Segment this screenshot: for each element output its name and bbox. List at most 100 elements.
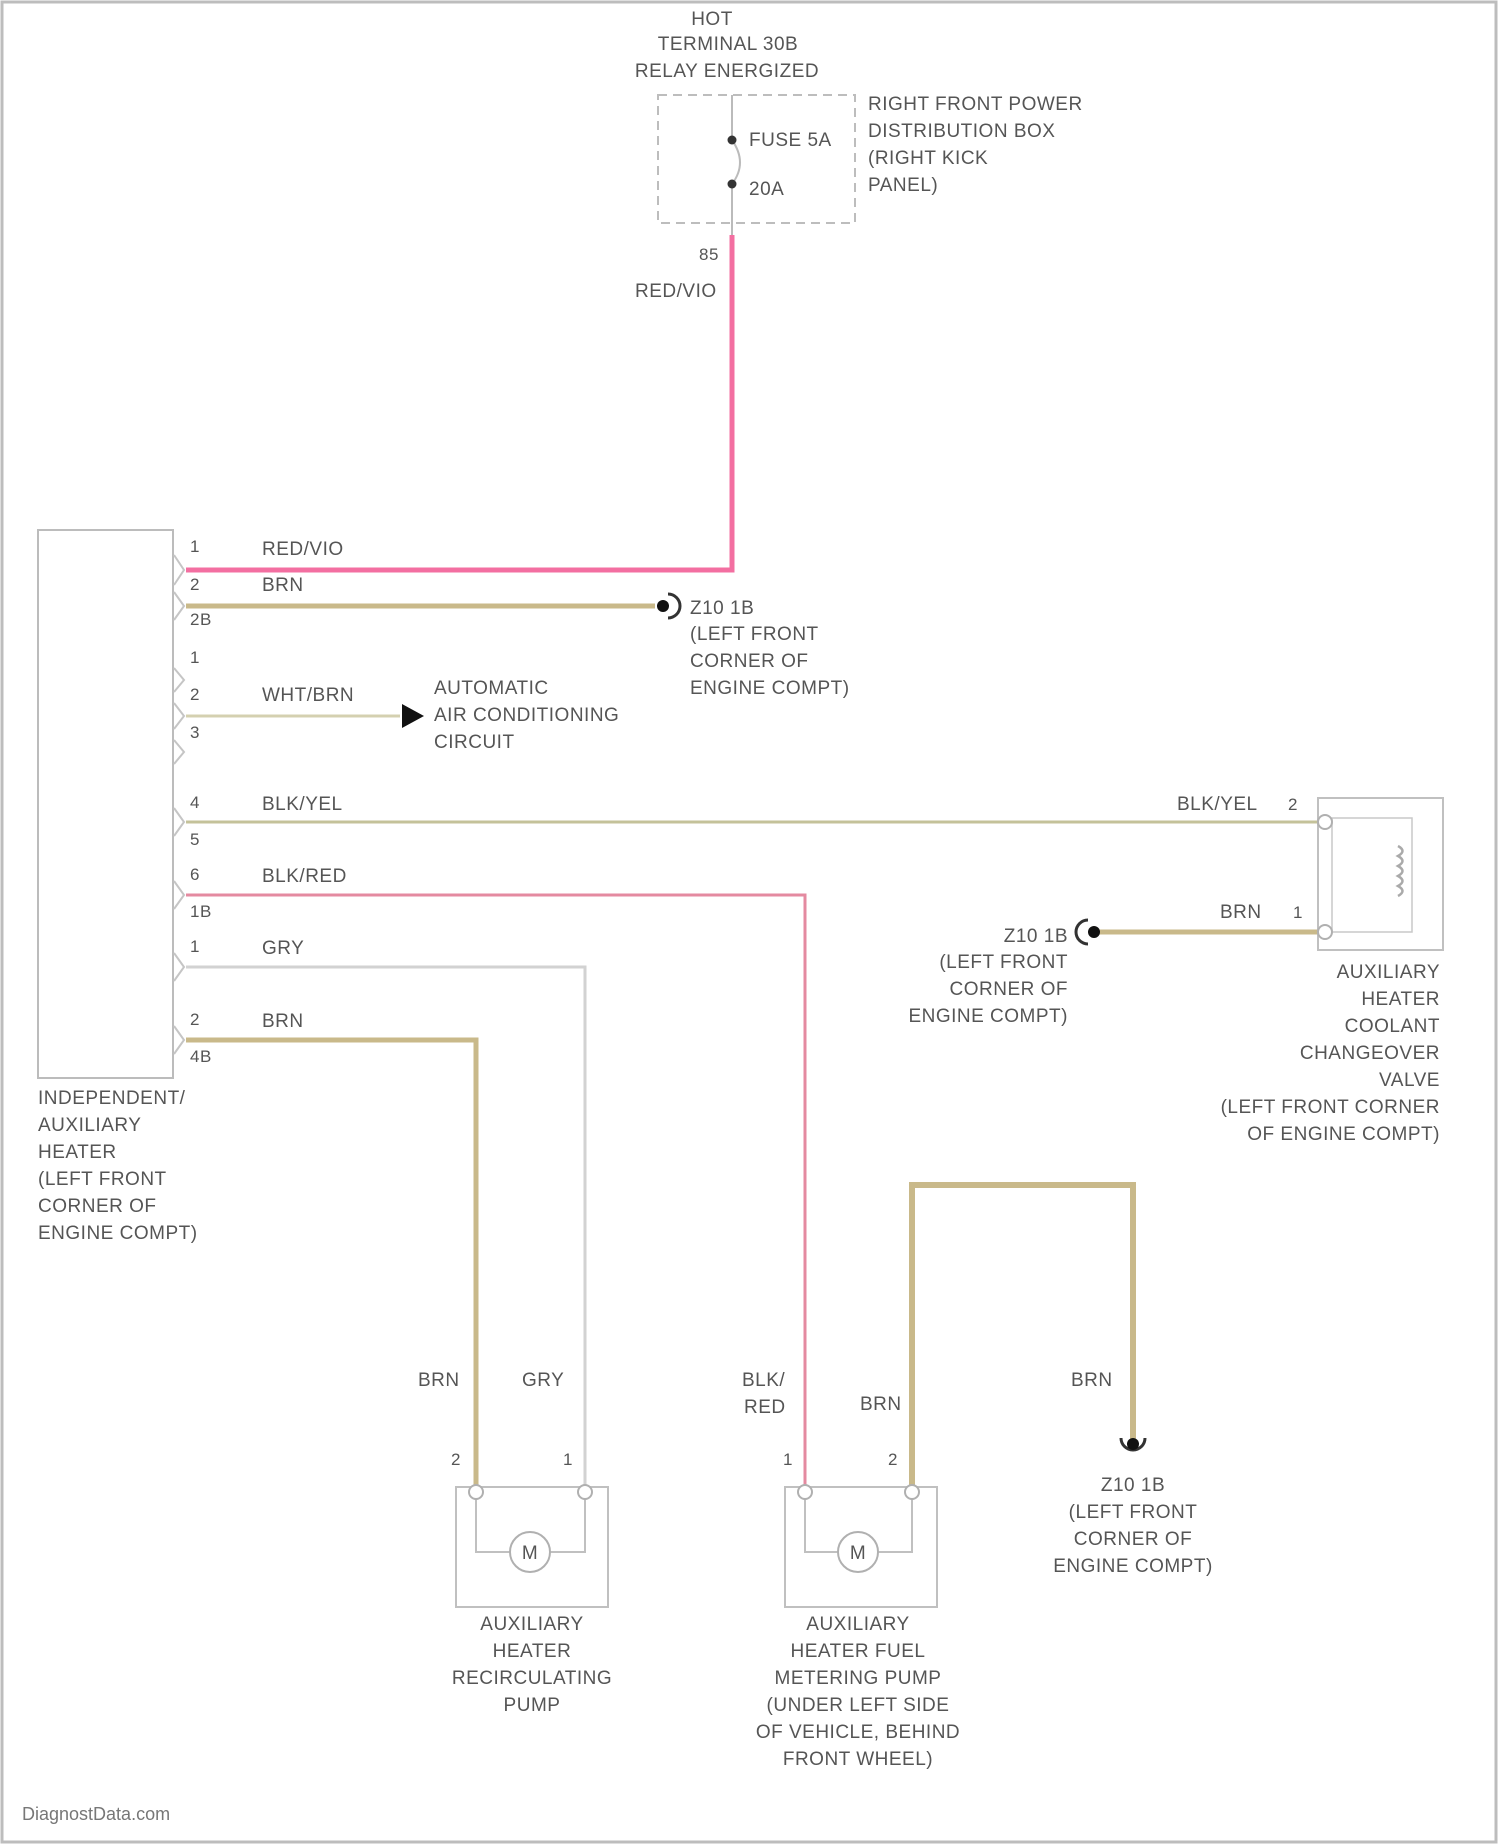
pump-terminal <box>798 1485 812 1499</box>
wire-label-red-vio: RED/VIO <box>262 539 344 560</box>
pump-pin-number: 1 <box>563 1450 573 1469</box>
fuse-terminal <box>728 180 737 189</box>
coolant-changeover-valve: 2 1 AUXILIARY HEATER COOLANT CHANGEOVER … <box>1221 795 1443 1145</box>
heater-label-line: (LEFT FRONT <box>38 1169 167 1190</box>
pump-terminal <box>578 1485 592 1499</box>
ground-z10-bottom: Z10 1B (LEFT FRONT CORNER OF ENGINE COMP… <box>1053 1438 1213 1577</box>
pump-terminal <box>905 1485 919 1499</box>
ground-z10-middle: Z10 1B (LEFT FRONT CORNER OF ENGINE COMP… <box>908 920 1100 1027</box>
valve-label-line: (LEFT FRONT CORNER <box>1221 1097 1440 1118</box>
pump-label-line: PUMP <box>504 1695 561 1716</box>
pump-label-line: RECIRCULATING <box>452 1668 612 1689</box>
fuel-metering-pump: M 1 2 AUXILIARY HEATER FUEL METERING PUM… <box>756 1450 960 1770</box>
fuse-terminal <box>728 136 737 145</box>
heater-label-line: AUXILIARY <box>38 1115 141 1136</box>
wire-label-blk-yel: BLK/YEL <box>1177 794 1258 815</box>
wire-gry <box>186 967 585 1492</box>
ground-id: Z10 1B <box>690 598 754 619</box>
wire-blk-red <box>186 895 805 1492</box>
valve-pin-number: 2 <box>1288 795 1298 814</box>
pump-terminal <box>469 1485 483 1499</box>
distribution-box-description: RIGHT FRONT POWER DISTRIBUTION BOX (RIGH… <box>868 94 1083 196</box>
recirc-pump-label: AUXILIARY HEATER RECIRCULATING PUMP <box>452 1614 612 1716</box>
ground-point <box>1127 1438 1139 1450</box>
pump-label-line: METERING PUMP <box>775 1668 942 1689</box>
ac-circuit-label-line: AIR CONDITIONING <box>434 705 619 726</box>
distribution-box-label-line: RIGHT FRONT POWER <box>868 94 1083 115</box>
wire-label-blk-red: BLK/RED <box>262 866 347 887</box>
wires <box>186 235 1322 1492</box>
heater-label-line: CORNER OF <box>38 1196 157 1217</box>
ground-point <box>657 600 669 612</box>
valve-label-line: HEATER <box>1361 989 1440 1010</box>
distribution-box-label-line: PANEL) <box>868 175 938 196</box>
hot-label-line: RELAY ENERGIZED <box>635 61 819 82</box>
wire-label-brn: BRN <box>1220 902 1262 923</box>
ground-location-line: (LEFT FRONT <box>1069 1502 1198 1523</box>
valve-label-line: AUXILIARY <box>1337 962 1440 983</box>
ground-point <box>1088 926 1100 938</box>
wire-label-blk-red: BLK/ <box>742 1370 785 1391</box>
fuse-label: FUSE 5A <box>749 130 832 151</box>
heater-pin-number: 1 <box>190 648 200 667</box>
pump-label-line: AUXILIARY <box>806 1614 909 1635</box>
heater-connector-id: 4B <box>190 1047 212 1066</box>
pump-label-line: AUXILIARY <box>480 1614 583 1635</box>
ground-location-line: ENGINE COMPT) <box>908 1006 1068 1027</box>
ground-location-line: CORNER OF <box>1074 1529 1193 1550</box>
ground-location-line: ENGINE COMPT) <box>690 678 850 699</box>
ac-circuit-reference: AUTOMATIC AIR CONDITIONING CIRCUIT <box>402 678 619 753</box>
ground-location-line: ENGINE COMPT) <box>1053 1556 1213 1577</box>
heater-connector-marks <box>174 555 184 1054</box>
heater-pin-number: 2 <box>190 685 200 704</box>
heater-connector-id: 1B <box>190 902 212 921</box>
ground-connector-arc <box>668 594 680 618</box>
wire-label-brn: BRN <box>860 1394 902 1415</box>
valve-label-line: OF ENGINE COMPT) <box>1247 1124 1440 1145</box>
wire-label-red-vio: RED/VIO <box>635 281 717 302</box>
valve-label: AUXILIARY HEATER COOLANT CHANGEOVER VALV… <box>1221 962 1440 1145</box>
wire-label-brn: BRN <box>262 575 304 596</box>
metering-pump-label: AUXILIARY HEATER FUEL METERING PUMP (UND… <box>756 1614 960 1770</box>
arrow-icon <box>402 704 424 728</box>
valve-body <box>1318 798 1443 950</box>
wire-label-wht-brn: WHT/BRN <box>262 685 354 706</box>
distribution-box-label-line: DISTRIBUTION BOX <box>868 121 1055 142</box>
hot-label-line: HOT <box>691 9 733 30</box>
pump-pin-number: 2 <box>888 1450 898 1469</box>
heater-pin-number: 4 <box>190 793 200 812</box>
valve-terminal <box>1318 815 1332 829</box>
pump-label-line: HEATER <box>493 1641 572 1662</box>
wire-label-blk-yel: BLK/YEL <box>262 794 343 815</box>
ground-location-line: (LEFT FRONT <box>939 952 1068 973</box>
independent-auxiliary-heater: 1 2 2B 1 2 3 4 5 6 1B 1 2 4B INDEPENDENT… <box>38 530 212 1244</box>
watermark: DiagnostData.com <box>22 1804 170 1824</box>
heater-label: INDEPENDENT/ AUXILIARY HEATER (LEFT FRON… <box>38 1088 198 1244</box>
heater-label-line: INDEPENDENT/ <box>38 1088 186 1109</box>
motor-symbol: M <box>850 1543 866 1564</box>
valve-label-line: VALVE <box>1379 1070 1440 1091</box>
wire-label-brn: BRN <box>418 1370 460 1391</box>
wire-label-brn: BRN <box>262 1011 304 1032</box>
valve-terminal <box>1318 925 1332 939</box>
ground-id: Z10 1B <box>1101 1475 1165 1496</box>
heater-label-line: HEATER <box>38 1142 117 1163</box>
heater-pin-number: 1 <box>190 937 200 956</box>
power-distribution-box: FUSE 5A 20A 85 RIGHT FRONT POWER DISTRIB… <box>658 94 1083 264</box>
hot-label: HOT TERMINAL 30B RELAY ENERGIZED <box>635 9 819 82</box>
wire-brn-metering <box>912 1185 1133 1492</box>
hot-label-line: TERMINAL 30B <box>658 34 798 55</box>
wire-label-gry: GRY <box>262 938 304 959</box>
pump-pin-number: 2 <box>451 1450 461 1469</box>
fuse-element <box>732 140 740 184</box>
heater-pin-number: 2 <box>190 1010 200 1029</box>
motor-symbol: M <box>522 1543 538 1564</box>
wire-label-brn: BRN <box>1071 1370 1113 1391</box>
fuse-pin-number: 85 <box>699 245 719 264</box>
ground-id: Z10 1B <box>1004 926 1068 947</box>
distribution-box-outline <box>658 95 855 223</box>
wire-brn-recirc <box>186 1040 476 1492</box>
heater-label-line: ENGINE COMPT) <box>38 1223 198 1244</box>
pump-label-line: (UNDER LEFT SIDE <box>767 1695 950 1716</box>
